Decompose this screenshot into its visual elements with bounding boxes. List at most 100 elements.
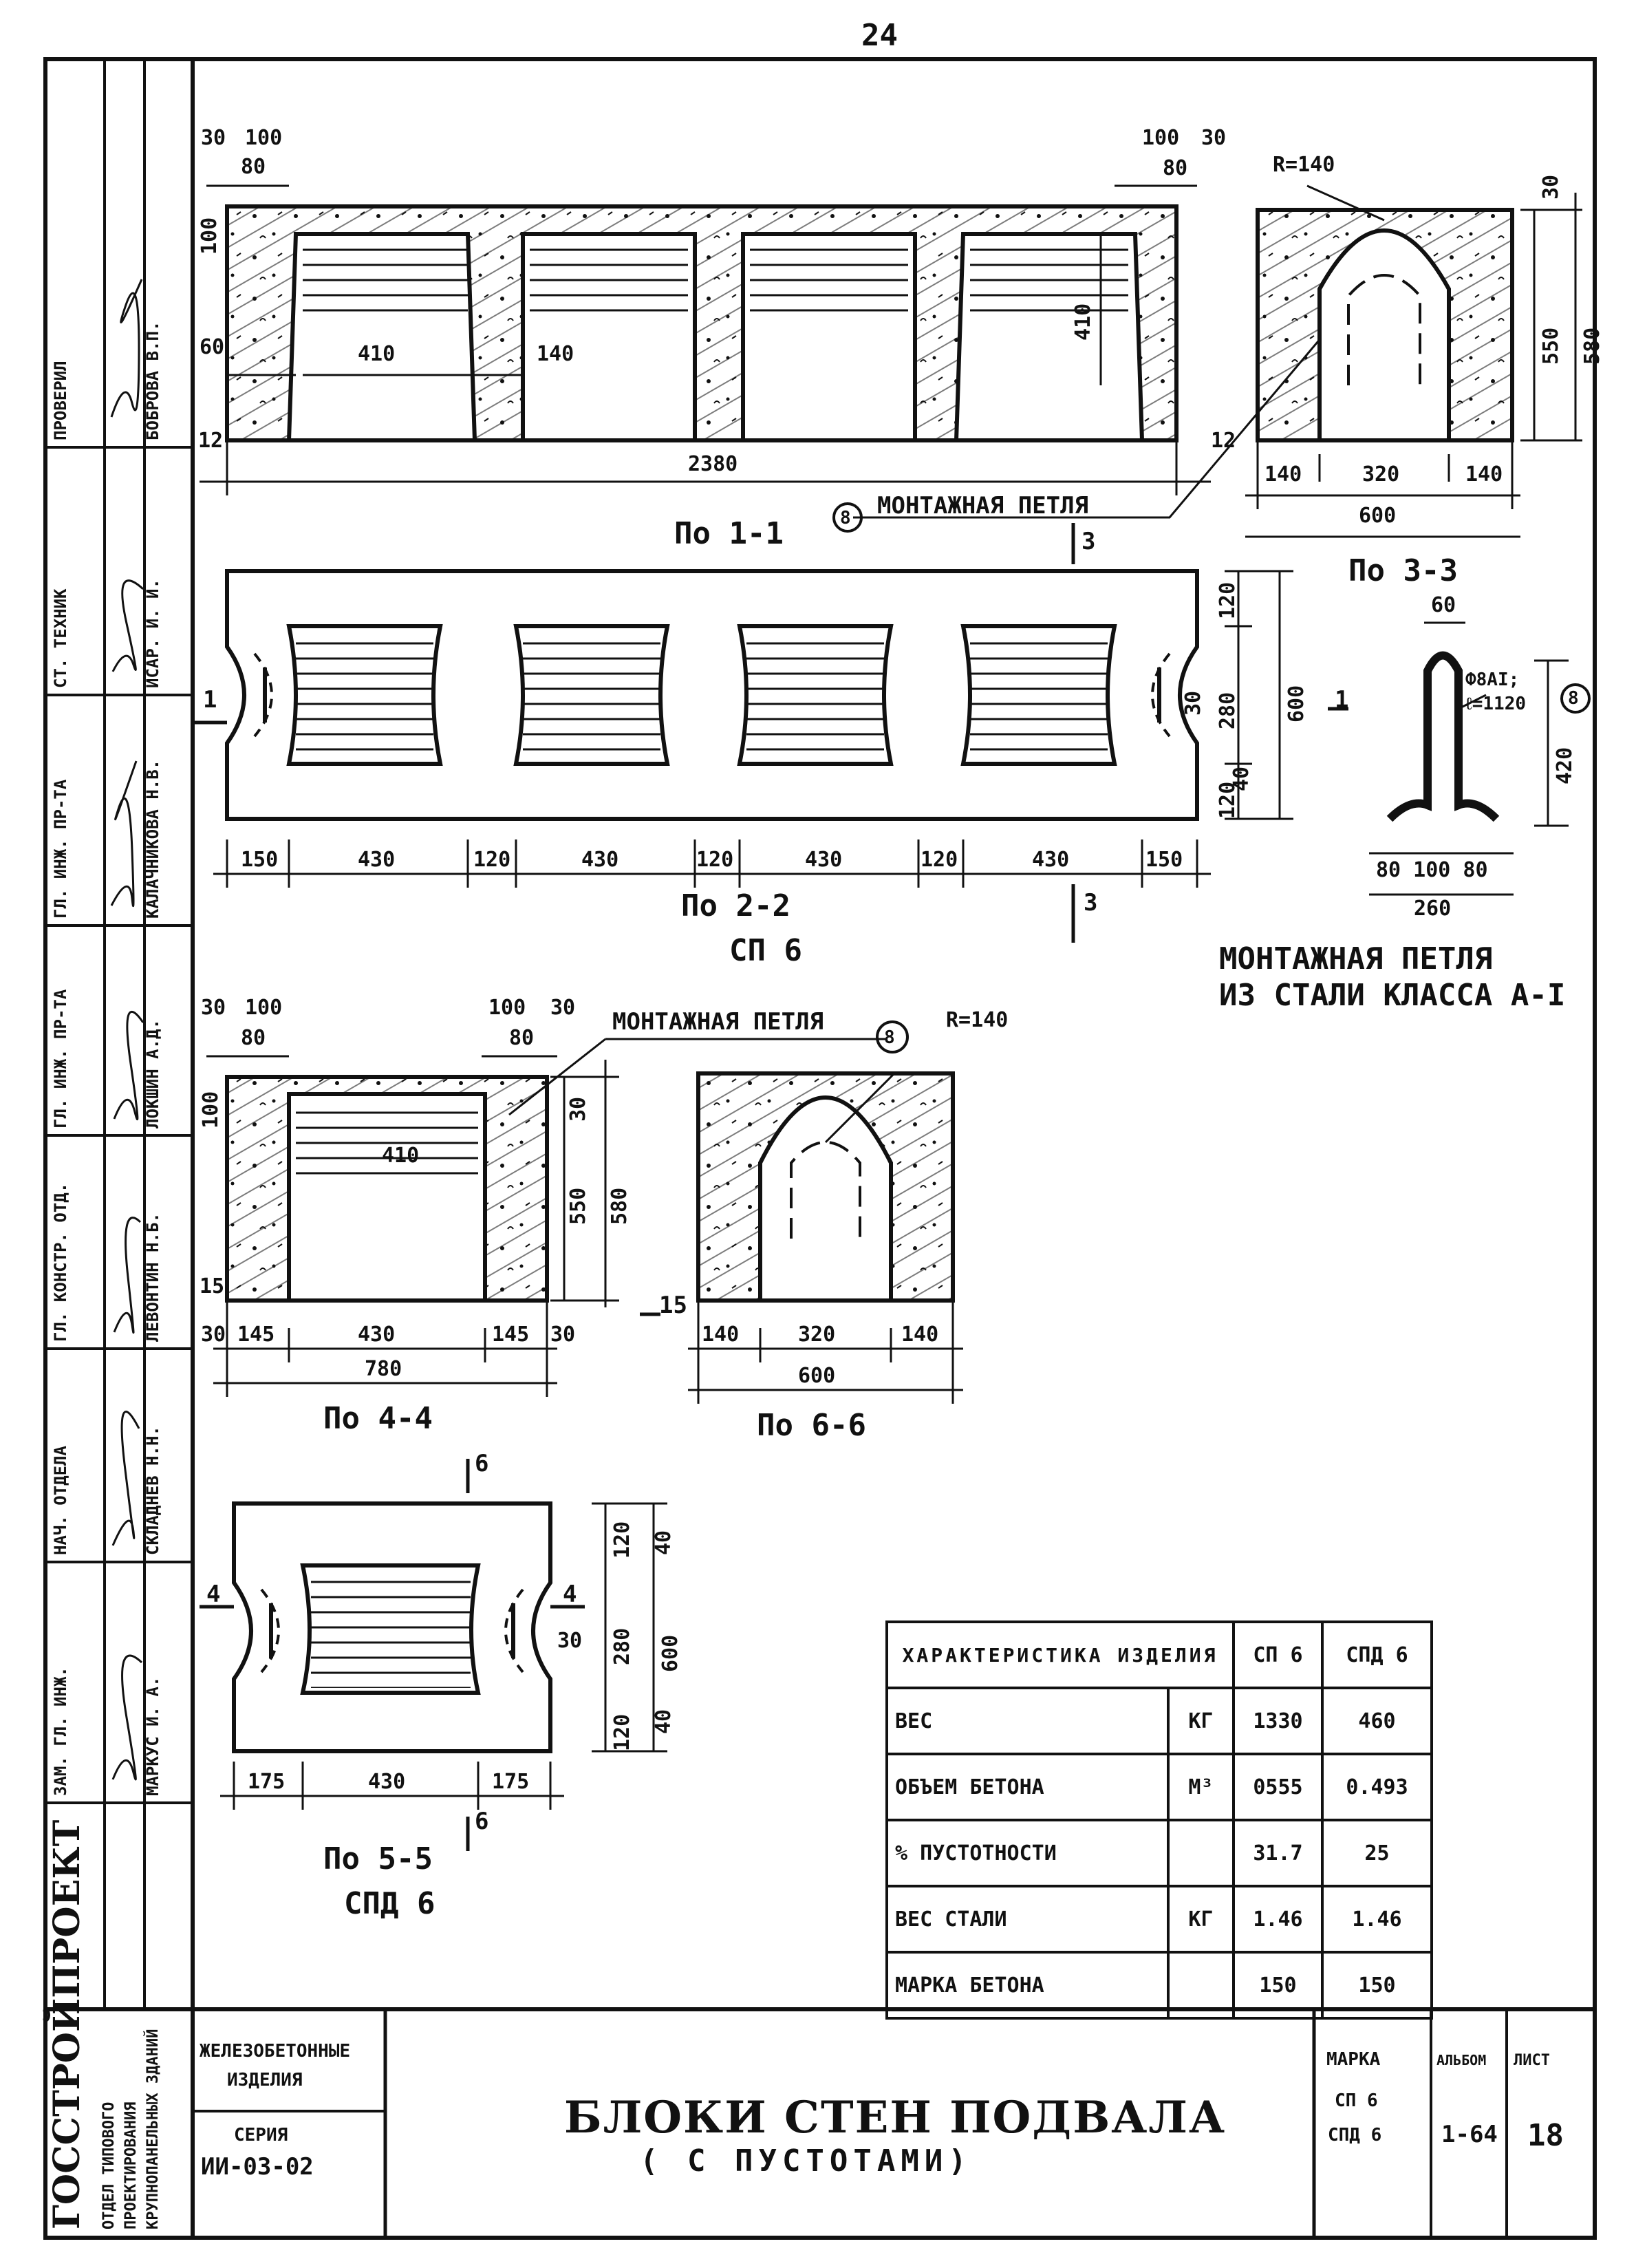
category-line-2: ИЗДЕЛИЯ bbox=[227, 2070, 303, 2090]
stamp-role-deputy-eng: ЗАМ. ГЛ. ИНЖ. bbox=[51, 1667, 70, 1796]
table-row: ВЕС СТАЛИ КГ 1.46 1.46 bbox=[885, 1885, 1433, 1954]
series-label: СЕРИЯ bbox=[234, 2125, 288, 2146]
dim-plan-430d: 430 bbox=[1032, 848, 1070, 872]
radius-3-3: R=140 bbox=[1273, 153, 1335, 177]
header-spd6: СПД 6 bbox=[1321, 1620, 1433, 1689]
stamp-role-chief-eng-1: ГЛ. ИНЖ. ПР-ТА bbox=[51, 779, 70, 919]
dim-6-6-140a: 140 bbox=[702, 1323, 740, 1347]
cut-mark-3-bottom: 3 bbox=[1084, 889, 1098, 917]
dim-4-4-100: 100 bbox=[245, 996, 283, 1020]
caption-section-4-4: По 4-4 bbox=[323, 1401, 433, 1436]
cut-mark-4-left: 4 bbox=[206, 1581, 221, 1608]
marka-label: МАРКА bbox=[1326, 2049, 1381, 2070]
section-1-1 bbox=[200, 184, 1364, 564]
drawing-subtitle: ( С ПУСТОТАМИ) bbox=[640, 2143, 972, 2179]
dim-6-6-600: 600 bbox=[798, 1364, 836, 1388]
table-header-row: ХАРАКТЕРИСТИКА ИЗДЕЛИЯ СП 6 СПД 6 bbox=[885, 1620, 1433, 1689]
caption-plan-5-5: По 5-5 bbox=[323, 1841, 433, 1876]
stamp-role-dept-head: НАЧ. ОТДЕЛА bbox=[51, 1446, 70, 1555]
row-name: ОБЪЕМ БЕТОНА bbox=[885, 1753, 1170, 1821]
dim-4-4-h15: 15 bbox=[200, 1274, 225, 1298]
cut-mark-3-top: 3 bbox=[1081, 528, 1096, 555]
dim-4-4-780: 780 bbox=[365, 1357, 402, 1381]
dim-plan-h30: 30 bbox=[1181, 690, 1205, 716]
mark-sp6: СП 6 bbox=[729, 933, 802, 968]
signatures bbox=[110, 279, 144, 1781]
header-sp6: СП 6 bbox=[1232, 1620, 1324, 1689]
loop-ref-8: 8 bbox=[840, 508, 851, 528]
dim-3-3-h580: 580 bbox=[1580, 327, 1604, 365]
dim-5-5-175a: 175 bbox=[248, 1770, 286, 1794]
stamp-role-chief-eng-2: ГЛ. ИНЖ. ПР-ТА bbox=[51, 989, 70, 1128]
marka-value-2: СПД 6 bbox=[1328, 2125, 1382, 2146]
drawing-title: БЛОКИ СТЕН ПОДВАЛА bbox=[564, 2092, 1227, 2143]
dim-h60: 60 bbox=[200, 335, 225, 359]
spec-table: ХАРАКТЕРИСТИКА ИЗДЕЛИЯ СП 6 СПД 6 ВЕС КГ… bbox=[885, 1620, 1433, 2020]
cut-mark-1-right: 1 bbox=[1335, 686, 1349, 714]
album-label: АЛЬБОМ bbox=[1436, 2052, 1487, 2068]
loop-label-1-1: МОНТАЖНАЯ ПЕТЛЯ bbox=[877, 492, 1089, 520]
table-row: МАРКА БЕТОНА 150 150 bbox=[885, 1951, 1433, 2020]
dim-5-5-h600: 600 bbox=[658, 1634, 682, 1672]
dim-6-6-320: 320 bbox=[798, 1323, 836, 1347]
dim-plan-430c: 430 bbox=[805, 848, 843, 872]
dim-4-4-b430: 430 bbox=[358, 1323, 396, 1347]
dim-h12: 12 bbox=[198, 429, 224, 453]
dim-4-4-b30a: 30 bbox=[201, 1323, 226, 1347]
dim-3-3-600: 600 bbox=[1359, 504, 1397, 528]
loop-ref-8-4-4: 8 bbox=[884, 1027, 895, 1048]
row-name: ВЕС bbox=[885, 1687, 1170, 1755]
dim-5-5-h280: 280 bbox=[610, 1627, 634, 1665]
dim-4-4-h15r: 15 bbox=[659, 1292, 687, 1319]
cut-mark-6-bottom: 6 bbox=[475, 1808, 489, 1835]
dim-4-4-30: 30 bbox=[201, 996, 226, 1020]
row-sp6: 0555 bbox=[1232, 1753, 1324, 1821]
row-unit: КГ bbox=[1166, 1687, 1236, 1755]
row-sp6: 1330 bbox=[1232, 1687, 1324, 1755]
dim-5-5-430: 430 bbox=[368, 1770, 406, 1794]
row-unit: КГ bbox=[1166, 1885, 1236, 1954]
dim-100-right: 100 bbox=[1142, 126, 1180, 150]
row-unit bbox=[1166, 1951, 1236, 2020]
loop-ref-circle bbox=[876, 1020, 909, 1053]
row-spd6: 1.46 bbox=[1321, 1885, 1433, 1954]
radius-6-6: R=140 bbox=[946, 1008, 1009, 1032]
dim-4-4-h100: 100 bbox=[199, 1091, 223, 1128]
org-sub-2: ПРОЕКТИРОВАНИЯ bbox=[122, 2101, 140, 2229]
row-spd6: 150 bbox=[1321, 1951, 1433, 2020]
dim-5-5-h40b: 40 bbox=[652, 1709, 676, 1734]
loop-dim-260: 260 bbox=[1414, 897, 1452, 921]
stamp-role-checked: ПРОВЕРИЛ bbox=[51, 361, 70, 440]
header-characteristic: ХАРАКТЕРИСТИКА ИЗДЕЛИЯ bbox=[885, 1620, 1235, 1689]
stamp-name-isar: ИСАР. И. И. bbox=[143, 579, 162, 688]
dim-plan-430b: 430 bbox=[581, 848, 619, 872]
loop-spec-steel: Ф8AI; bbox=[1465, 670, 1520, 690]
loop-dim-60: 60 bbox=[1431, 593, 1456, 617]
dim-plan-h600: 600 bbox=[1284, 685, 1309, 723]
sheet-frame bbox=[43, 57, 1597, 2240]
row-sp6: 1.46 bbox=[1232, 1885, 1324, 1954]
dim-4-4-b145a: 145 bbox=[237, 1323, 275, 1347]
row-unit: М³ bbox=[1166, 1753, 1236, 1821]
dim-plan-150a: 150 bbox=[241, 848, 279, 872]
dim-4-4-100r: 100 bbox=[488, 996, 526, 1020]
cut-mark-6-top: 6 bbox=[475, 1450, 489, 1477]
stamp-name-markus: МАРКУС И. А. bbox=[143, 1676, 162, 1796]
section-3-3 bbox=[1245, 184, 1582, 538]
dim-4-4-h30: 30 bbox=[566, 1096, 590, 1122]
dim-80: 80 bbox=[241, 155, 266, 179]
dim-plan-120a: 120 bbox=[473, 848, 511, 872]
dim-4-4-80r: 80 bbox=[509, 1026, 535, 1050]
dim-h12-right: 12 bbox=[1211, 429, 1236, 453]
table-row: ВЕС КГ 1330 460 bbox=[885, 1687, 1433, 1755]
caption-section-6-6: По 6-6 bbox=[757, 1408, 866, 1443]
category-line-1: ЖЕЛЕЗОБЕТОННЫЕ bbox=[200, 2041, 351, 2062]
dim-5-5-h40: 40 bbox=[652, 1530, 676, 1555]
dim-3-3-h550: 550 bbox=[1539, 327, 1563, 365]
loop-ref-8: 8 bbox=[1568, 688, 1579, 709]
row-spd6: 460 bbox=[1321, 1687, 1433, 1755]
caption-section-3-3: По 3-3 bbox=[1348, 553, 1458, 588]
dim-4-4-h580: 580 bbox=[607, 1187, 632, 1225]
row-sp6: 31.7 bbox=[1232, 1819, 1324, 1887]
